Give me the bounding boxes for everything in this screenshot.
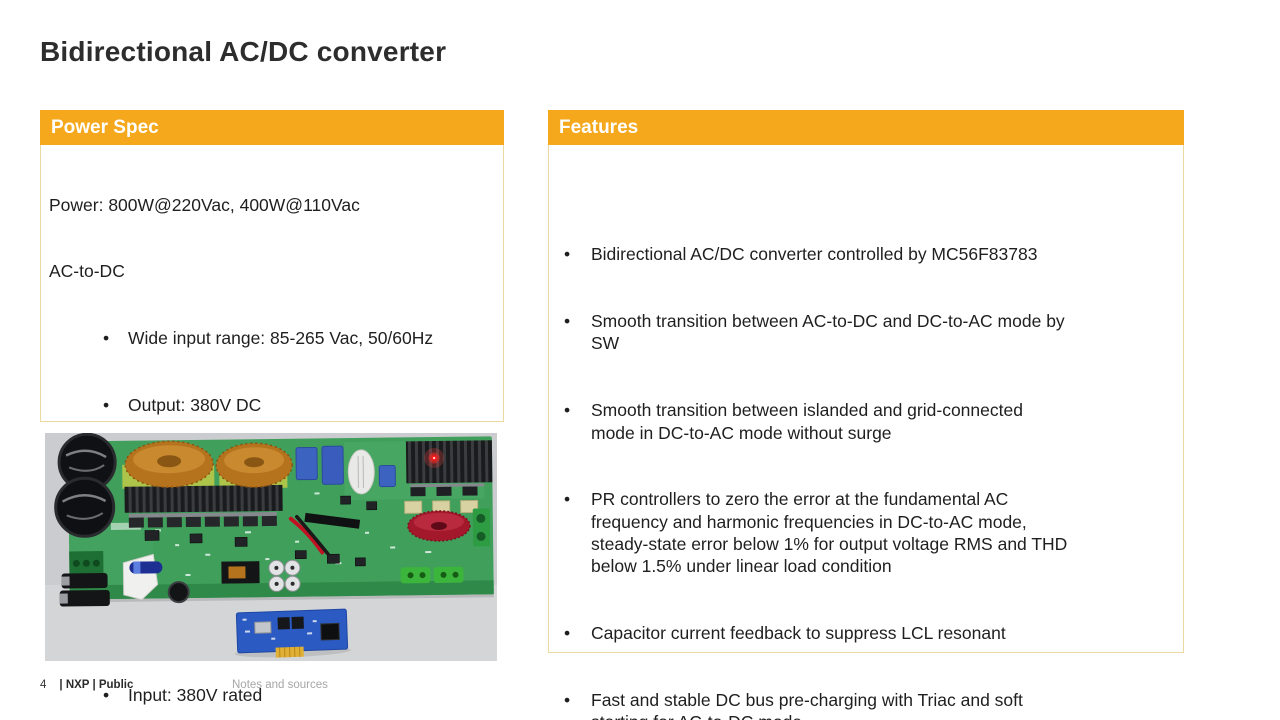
feature-item: Smooth transition between AC-to-DC and D… [549,310,1177,355]
misc-components [129,512,361,604]
spec-bullet: Output: 380V DC [49,394,495,417]
electrolytic-capacitor [54,433,117,538]
brand-classification: | NXP | Public [59,679,134,691]
feature-item: Smooth transition between islanded and g… [549,399,1177,444]
power-spec-body: Power: 800W@220Vac, 400W@110Vac AC-to-DC… [40,145,504,707]
main-pcb [54,433,494,607]
spec-line: Power: 800W@220Vac, 400W@110Vac [49,194,360,215]
board-photo [45,433,497,661]
toroid-inductor [124,440,293,488]
feature-item: Capacitor current feedback to suppress L… [549,622,1177,645]
feature-item: Bidirectional AC/DC converter controlled… [549,243,1177,266]
heatsink [124,484,283,528]
usb-connector [254,621,272,634]
power-spec-panel: Power Spec Power: 800W@220Vac, 400W@110V… [40,110,504,707]
features-header: Features [548,110,1184,145]
features-body: Bidirectional AC/DC converter controlled… [548,145,1184,720]
mcu-chip [320,622,340,641]
footer: 4 | NXP | Public [40,679,133,691]
spec-bullet: Input: 380V rated [49,684,495,707]
feature-item: Fast and stable DC bus pre-charging with… [549,689,1177,720]
red-toroid-inductor [407,510,471,542]
power-spec-header: Power Spec [40,110,504,145]
terminal-blocks [69,508,491,584]
control-card [234,608,351,658]
features-panel: Features Bidirectional AC/DC converter c… [548,110,1184,720]
notes-label: Notes and sources [232,679,328,691]
page-title: Bidirectional AC/DC converter [40,36,447,67]
ic-chips [144,495,378,567]
feature-item: PR controllers to zero the error at the … [549,488,1177,577]
labeled-toroid [347,449,375,495]
spec-line: AC-to-DC [49,261,125,282]
red-wire [288,516,325,555]
spec-bullet: Wide input range: 85-265 Vac, 50/60Hz [49,327,495,350]
features-list: Bidirectional AC/DC converter controlled… [549,199,1177,720]
page-number: 4 [40,679,47,691]
film-capacitor [295,445,396,488]
